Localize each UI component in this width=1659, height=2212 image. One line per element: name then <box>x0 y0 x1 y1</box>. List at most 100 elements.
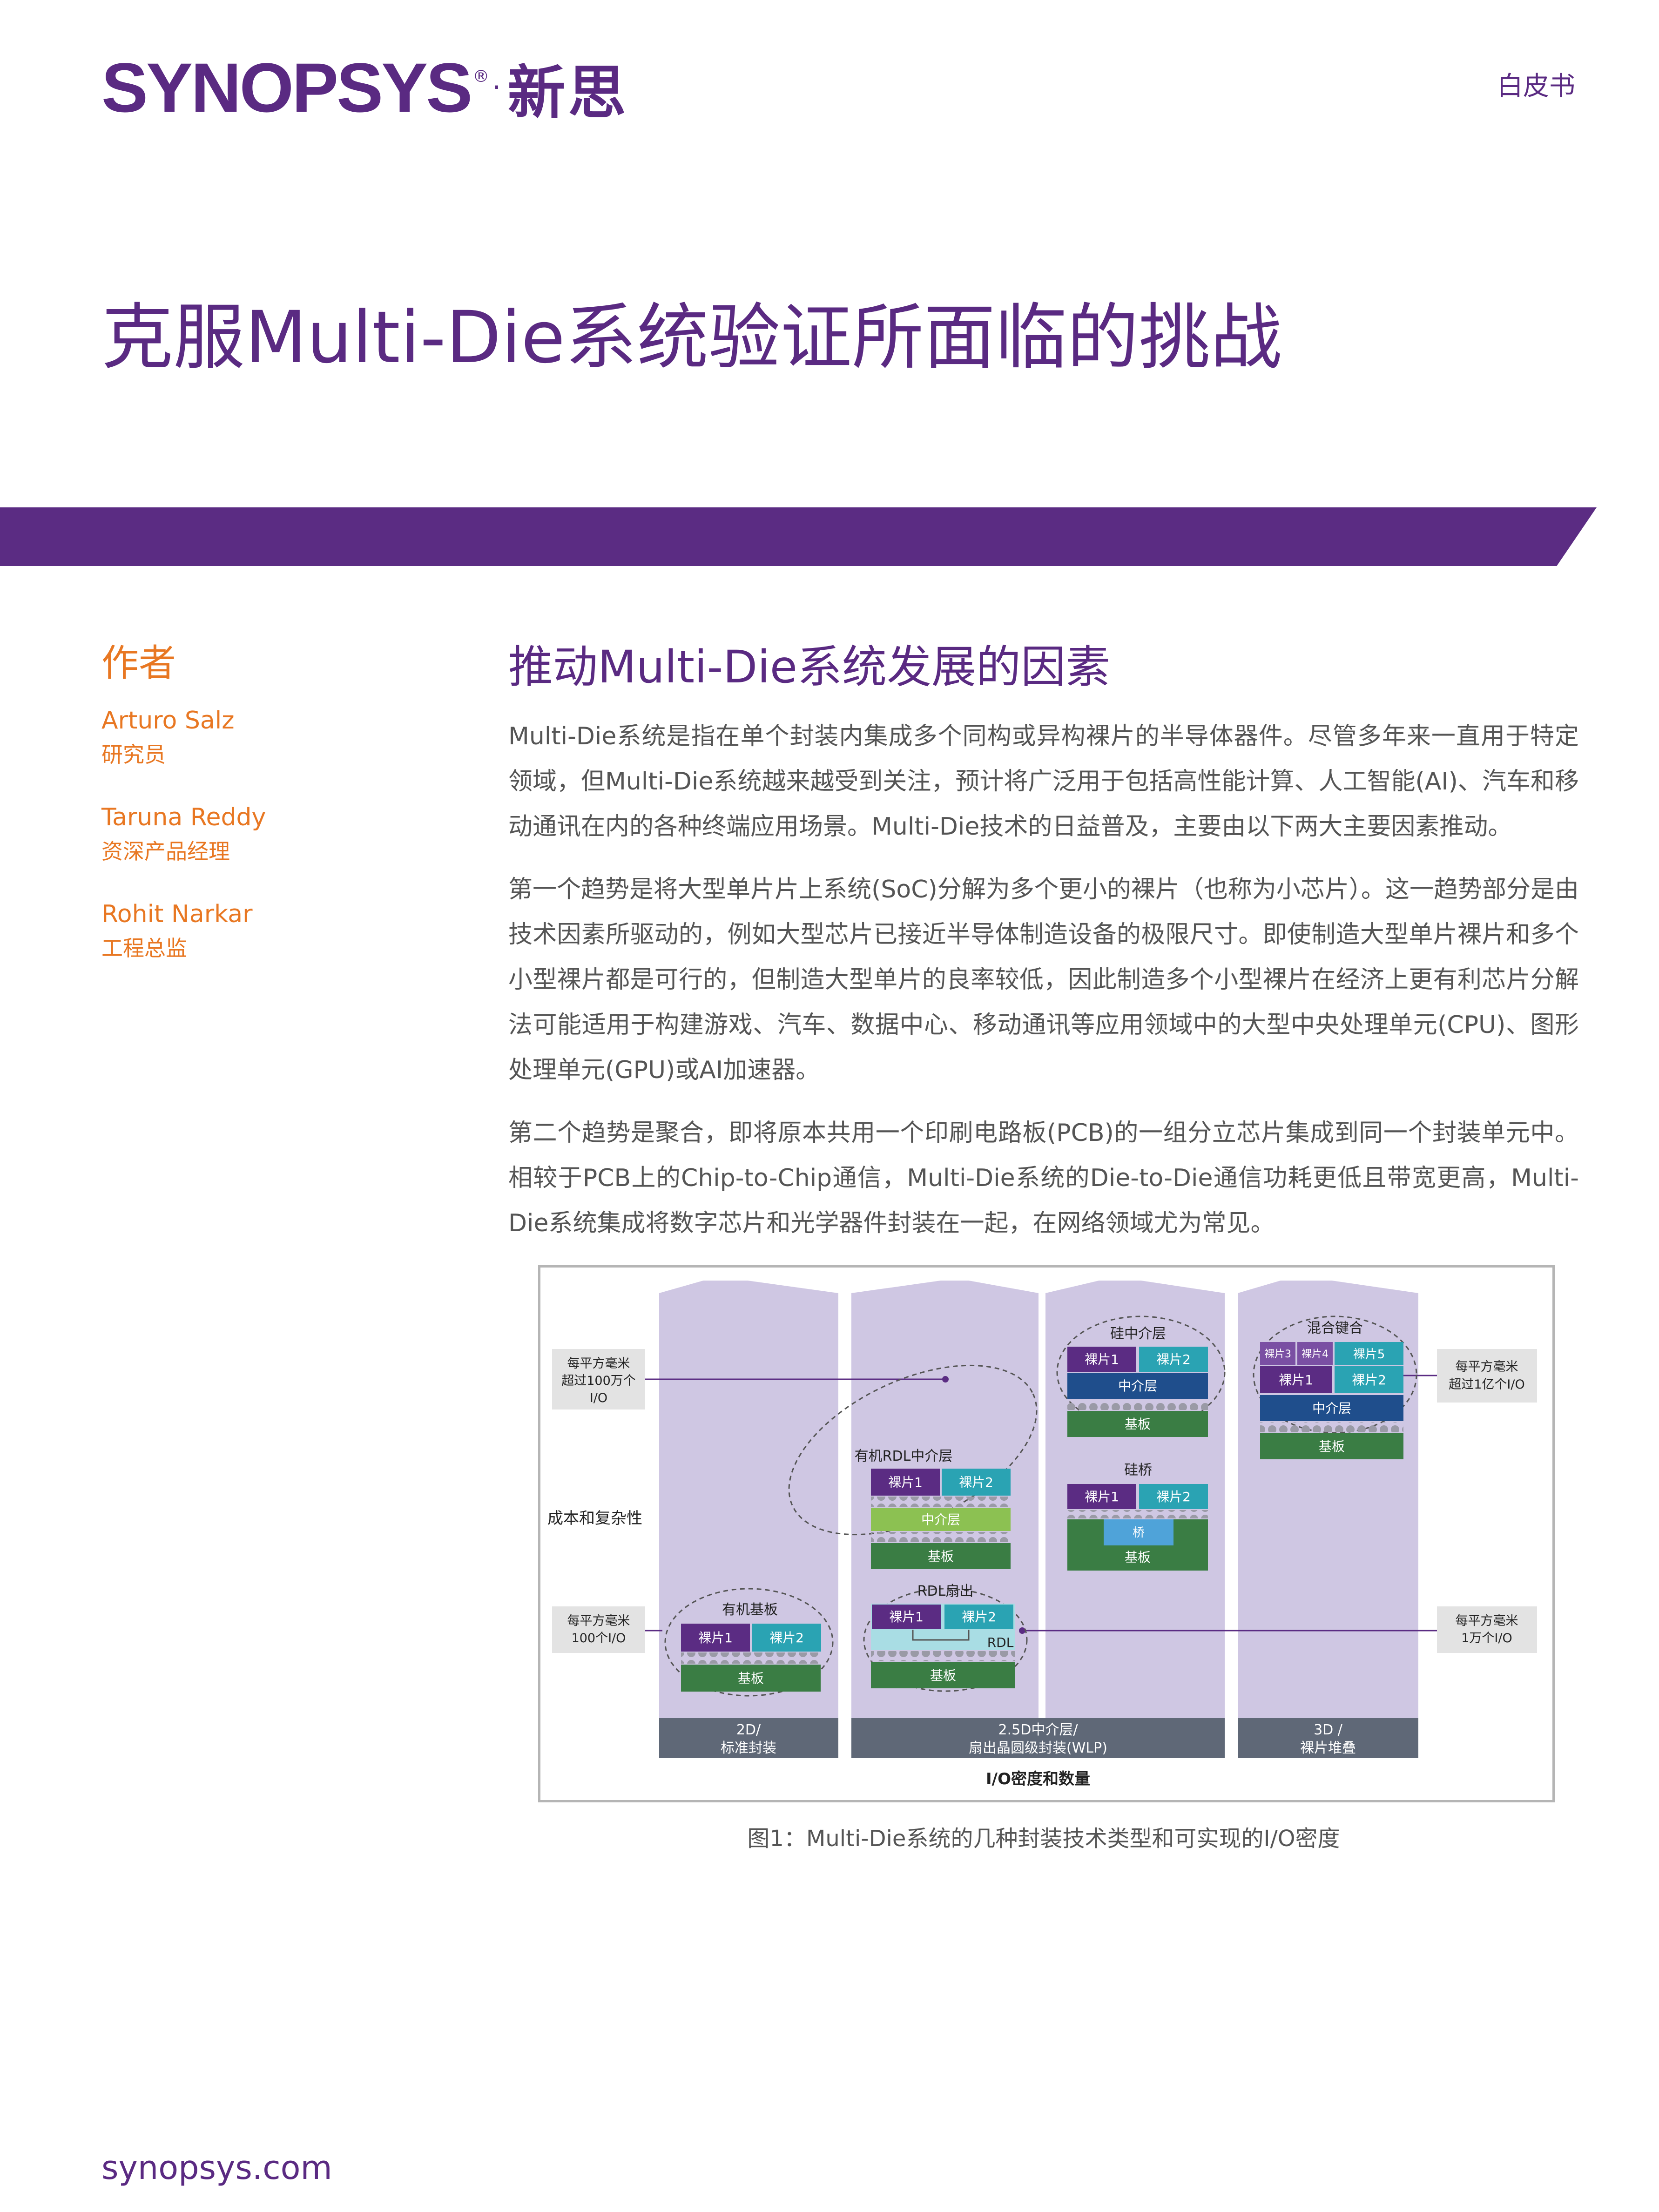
die-1 <box>1067 1484 1136 1509</box>
die-1 <box>1260 1366 1332 1393</box>
bridge-label: 桥 <box>1133 1526 1145 1540</box>
silicon-bridge-package: 硅桥 裸片1 裸片2 桥 基板 <box>1067 1462 1208 1571</box>
interposer <box>1067 1373 1208 1399</box>
organic-substrate-package: 有机基板 裸片1 裸片2 基板 <box>681 1602 821 1692</box>
silicon-interposer-title: 硅中介层 <box>1110 1326 1166 1342</box>
column-3d-footer-line1: 3D / <box>1314 1722 1343 1738</box>
rdl-fanout-highlight <box>863 1588 1028 1692</box>
bridge <box>1104 1519 1173 1545</box>
left-top-label-line1: 每平方毫米 <box>567 1356 630 1371</box>
right-top-label-line2: 超过1亿个I/O <box>1449 1377 1525 1392</box>
left-mid-label: 成本和复杂性 <box>547 1509 642 1528</box>
substrate <box>871 1543 1011 1569</box>
authors-sidebar: 作者 Arturo Salz 研究员 Taruna Reddy 资深产品经理 R… <box>101 633 474 993</box>
interposer-label: 中介层 <box>1312 1401 1351 1416</box>
left-top-connector-dot <box>942 1376 949 1382</box>
rdl-label: RDL <box>987 1635 1014 1650</box>
hybrid-bonding-highlight <box>1253 1315 1417 1434</box>
rdl-interposer-package: 有机RDL中介层 裸片1 裸片2 中介层 基板 <box>855 1448 1011 1569</box>
interposer <box>1260 1395 1403 1421</box>
synopsys-logo[interactable]: SYNOPSYS ® · 新思 <box>101 48 628 127</box>
interposer-label: 中介层 <box>1118 1378 1157 1394</box>
logo-dot-icon: · <box>492 71 501 104</box>
die-2-label: 裸片2 <box>962 1609 996 1625</box>
bump-row <box>871 1497 1011 1507</box>
die-5 <box>1335 1342 1403 1365</box>
packaging-diagram: 2D/ 标准封装 2.5D中介层/ 扇出晶圆级封装(WLP) 3D / 裸片堆叠… <box>538 1265 1555 1802</box>
die-2-label: 裸片2 <box>1352 1372 1386 1388</box>
left-bottom-label-line1: 每平方毫米 <box>567 1614 630 1628</box>
die-1-label: 裸片1 <box>889 1609 924 1625</box>
die-1-label: 裸片1 <box>698 1630 733 1646</box>
column-2d-footer <box>659 1718 838 1758</box>
column-25d-footer-line2: 扇出晶圆级封装(WLP) <box>969 1740 1107 1756</box>
die-2 <box>1139 1484 1208 1509</box>
bump-row <box>1067 1400 1208 1410</box>
right-bottom-connector-dot <box>1019 1627 1025 1634</box>
substrate-label: 基板 <box>930 1668 956 1683</box>
authors-heading: 作者 <box>101 641 176 685</box>
column-3d-footer-line2: 裸片堆叠 <box>1300 1740 1356 1756</box>
x-axis-label: I/O密度和数量 <box>986 1770 1090 1788</box>
bump-row <box>871 1651 1015 1661</box>
figure-caption: 图1：Multi-Die系统的几种封装技术类型和可实现的I/O密度 <box>747 1826 1340 1852</box>
substrate-label: 基板 <box>1125 1416 1151 1432</box>
body-paragraph: 第二个趋势是聚合，即将原本共用一个印刷电路板(PCB)的一组分立芯片集成到同一个… <box>508 1119 1579 1237</box>
die-2 <box>752 1624 821 1652</box>
rdl-interposer-title: 有机RDL中介层 <box>855 1448 953 1464</box>
body-paragraph: 第一个趋势是将大型单片片上系统(SoC)分解为多个更小的裸片（也称为小芯片）。这… <box>508 876 1579 1084</box>
die-4 <box>1297 1342 1333 1365</box>
die-1 <box>872 1605 941 1629</box>
footer-website-link[interactable]: synopsys.com <box>101 2149 332 2187</box>
interposer-label: 中介层 <box>921 1512 960 1527</box>
right-bottom-label-box <box>1437 1606 1537 1653</box>
author-role: 工程总监 <box>101 936 187 961</box>
column-25d-footer-line1: 2.5D中介层/ <box>998 1722 1079 1738</box>
left-bottom-label-box <box>552 1606 645 1653</box>
left-bottom-label-line2: 100个I/O <box>572 1631 626 1646</box>
author-name: Arturo Salz <box>101 707 235 735</box>
die-3-label: 裸片3 <box>1264 1349 1291 1360</box>
silicon-bridge-title: 硅桥 <box>1124 1462 1152 1478</box>
author-name: Rohit Narkar <box>101 900 253 928</box>
author-role: 研究员 <box>101 742 166 767</box>
die-1 <box>871 1469 940 1496</box>
silicon-interposer-package: 硅中介层 裸片1 裸片2 中介层 基板 <box>1067 1326 1208 1437</box>
right-bottom-label-line2: 1万个I/O <box>1461 1631 1512 1646</box>
organic-substrate-highlight <box>664 1588 834 1697</box>
substrate-label: 基板 <box>928 1549 954 1564</box>
left-top-label-box <box>552 1349 645 1409</box>
die-1 <box>681 1624 750 1652</box>
document-type-label: 白皮书 <box>1497 71 1575 101</box>
logo-wordmark: SYNOPSYS <box>101 48 472 127</box>
author-role: 资深产品经理 <box>101 839 230 864</box>
left-top-label-line3: I/O <box>590 1391 607 1405</box>
substrate-label: 基板 <box>738 1671 764 1686</box>
organic-substrate-title: 有机基板 <box>722 1602 778 1618</box>
die-5-label: 裸片5 <box>1353 1348 1385 1362</box>
die-1-label: 裸片1 <box>1085 1352 1119 1367</box>
die-2-label: 裸片2 <box>1156 1489 1191 1504</box>
substrate <box>1260 1433 1403 1459</box>
logo-registered-mark: ® <box>472 67 490 86</box>
hybrid-bonding-package: 混合键合 裸片3 裸片4 裸片5 裸片1 裸片2 中介层 基板 <box>1260 1320 1403 1459</box>
die-2 <box>944 1605 1013 1629</box>
die-1 <box>1067 1347 1136 1372</box>
die-1-label: 裸片1 <box>1085 1489 1119 1504</box>
logo-chinese-name: 新思 <box>507 60 629 127</box>
page-title: 克服Multi-Die系统验证所面临的挑战 <box>101 296 1282 379</box>
bump-row <box>1260 1422 1403 1432</box>
bump-row <box>681 1652 821 1664</box>
author-entry: Taruna Reddy 资深产品经理 <box>101 800 474 868</box>
title-band-divider <box>0 507 1597 566</box>
die-2-label: 裸片2 <box>959 1475 993 1490</box>
rdl-trace <box>912 1630 970 1641</box>
die-1-label: 裸片1 <box>888 1475 923 1490</box>
column-2d-footer-line2: 标准封装 <box>721 1740 776 1756</box>
substrate-label: 基板 <box>1319 1439 1345 1454</box>
die-2 <box>1335 1366 1403 1393</box>
column-25d-footer <box>851 1718 1225 1758</box>
column-3d-footer <box>1238 1718 1418 1758</box>
substrate <box>681 1665 821 1692</box>
bump-row <box>871 1532 1011 1542</box>
